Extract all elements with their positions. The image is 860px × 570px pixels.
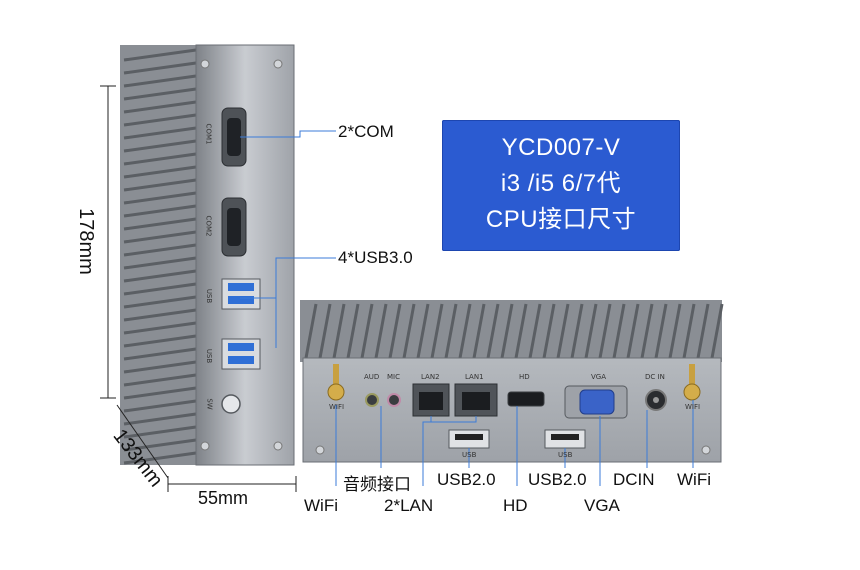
wifi-callout-right: WiFi xyxy=(677,470,711,489)
dcin-label: DC IN xyxy=(645,373,665,381)
com2-label: COM2 xyxy=(204,215,213,237)
lan1-label: LAN1 xyxy=(465,373,484,381)
audio-callout: 音频接口 xyxy=(343,475,411,494)
wifi-antenna-left xyxy=(327,364,345,401)
mic-label: MIC xyxy=(387,373,400,381)
width-dimension: 55mm xyxy=(198,488,249,508)
com-callout: 2*COM xyxy=(338,122,394,141)
vga-label: VGA xyxy=(591,373,607,381)
sw-label: SW xyxy=(205,398,214,410)
model-badge: YCD007-V i3 /i5 6/7代 CPU接口尺寸 xyxy=(442,120,680,251)
vga-port xyxy=(564,385,628,419)
wifi-antenna-right xyxy=(683,364,701,401)
vga-callout: VGA xyxy=(584,496,620,515)
hd-label: HD xyxy=(519,373,530,381)
lan-callout: 2*LAN xyxy=(384,496,434,515)
com1-port xyxy=(221,107,247,167)
mic-jack xyxy=(387,393,401,407)
wifi-label-right: WIFI xyxy=(685,403,701,411)
cpu-generation: i3 /i5 6/7代 xyxy=(500,170,622,197)
usb3-ports-lower xyxy=(221,338,261,370)
side-heatsink-fins xyxy=(120,45,200,465)
lan2-label: LAN2 xyxy=(421,373,440,381)
hd-callout: HD xyxy=(503,496,528,515)
audio-jack xyxy=(365,393,379,407)
model-name: YCD007-V xyxy=(501,134,621,161)
usb3-ports-upper xyxy=(221,278,261,310)
usb-label-lower: USB xyxy=(205,348,214,364)
wifi-label-left: WIFI xyxy=(329,403,345,411)
usb-label-front-right: USB xyxy=(558,451,573,459)
com2-port xyxy=(221,197,247,257)
usb2-callout-left: USB2.0 xyxy=(437,470,496,489)
aud-label: AUD xyxy=(364,373,380,381)
wifi-callout-left: WiFi xyxy=(304,496,338,515)
usb-label-upper: USB xyxy=(205,288,214,304)
dcin-callout: DCIN xyxy=(613,470,655,489)
front-io-panel xyxy=(302,357,722,463)
usb-label-front-left: USB xyxy=(462,451,477,459)
height-dimension: 178mm xyxy=(74,208,97,275)
usb2-callout-right: USB2.0 xyxy=(528,470,587,489)
com1-label: COM1 xyxy=(204,123,213,145)
badge-caption: CPU接口尺寸 xyxy=(485,206,637,233)
power-button xyxy=(221,394,241,414)
front-heatsink-fins xyxy=(300,300,724,362)
usb3-callout: 4*USB3.0 xyxy=(338,248,413,267)
hdmi-port xyxy=(507,391,545,407)
